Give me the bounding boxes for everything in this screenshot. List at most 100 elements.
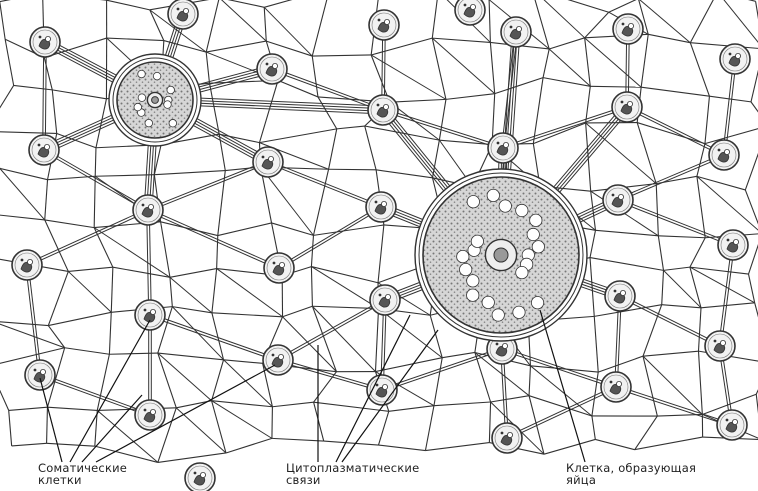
mesh-edge (0, 214, 45, 220)
mesh-edge (226, 438, 272, 453)
leader-line (336, 315, 410, 462)
cytoplasmic-strand (502, 348, 616, 386)
cytoplasmic-strand (45, 42, 46, 150)
mesh-edge (532, 0, 585, 38)
mesh-edge (111, 267, 113, 312)
mesh-edge (745, 126, 758, 190)
mesh-edge (543, 78, 590, 87)
mesh-edge (158, 453, 226, 462)
mesh-edge (47, 443, 95, 446)
cytoplasmic-strand (148, 163, 268, 211)
cytoplasmic-strand (621, 295, 721, 345)
mesh-edge (690, 0, 717, 43)
somatic-cell (257, 54, 287, 84)
somatic-cell (168, 0, 198, 29)
mesh-edge (489, 402, 490, 443)
somatic-cell (263, 345, 293, 375)
mesh-edge (718, 0, 758, 49)
somatic-cell (133, 195, 163, 225)
cytoplasmic-strand (148, 161, 268, 209)
mesh-edge (9, 407, 48, 410)
mesh-edge (170, 277, 172, 306)
mesh-edge (751, 49, 758, 102)
mesh-edge (212, 269, 217, 313)
mesh-edge (52, 90, 106, 99)
egg-forming-cell-small (109, 54, 201, 146)
cytoplasmic-strand (278, 206, 380, 267)
mesh-edge (376, 170, 432, 178)
mesh-edge (690, 238, 705, 267)
mesh-edge (656, 184, 658, 236)
mesh-edge (641, 34, 648, 87)
somatic-cell (366, 192, 396, 222)
mesh-edge (709, 96, 751, 102)
mesh-edge (638, 0, 690, 43)
mesh-edge (701, 303, 755, 308)
mesh-edge (751, 102, 758, 126)
mesh-edge (609, 0, 639, 12)
mesh-edge (643, 356, 702, 414)
mesh-edge (648, 34, 690, 42)
leader-line (342, 330, 438, 462)
leader-line (96, 365, 275, 462)
mesh-edge (158, 353, 224, 360)
somatic-cell (705, 331, 735, 361)
mesh-edge (206, 0, 219, 52)
mesh-edge (0, 168, 48, 179)
mesh-edge (442, 352, 475, 357)
mesh-edge (529, 396, 592, 416)
mesh-edge (311, 235, 313, 266)
cytoplasmic-connections-label: Цитоплазматические связи (286, 462, 419, 486)
mesh-edge (530, 366, 591, 416)
mesh-edge (68, 267, 113, 271)
somatic-cell (709, 140, 739, 170)
mesh-edge (379, 309, 443, 358)
somatic-cell (367, 375, 397, 405)
mesh-edge (529, 366, 530, 396)
somatic-cell (603, 185, 633, 215)
mesh-edge (585, 38, 642, 87)
mesh-edge (0, 85, 14, 131)
egg-forming-cell-large (415, 169, 587, 341)
mesh-edge (217, 236, 218, 269)
mesh-edge (491, 396, 529, 402)
mesh-edge (749, 274, 755, 303)
mesh-edge (47, 407, 97, 410)
mesh-edge (212, 313, 283, 317)
mesh-edge (329, 129, 337, 169)
mesh-edge (109, 312, 111, 354)
mesh-edge (12, 443, 47, 446)
mesh-edge (206, 41, 266, 52)
mesh-edge (311, 267, 312, 307)
mesh-edge (45, 180, 48, 220)
cytoplasmic-strand (26, 265, 39, 375)
mesh-edge (0, 168, 45, 220)
mesh-edge (594, 316, 598, 372)
mesh-edge (312, 0, 329, 56)
mesh-edge (549, 38, 584, 49)
mesh-edge (224, 360, 263, 364)
somatic-cell (135, 300, 165, 330)
mesh-edge (434, 358, 442, 406)
cytoplasmic-strand (382, 350, 502, 391)
somatic-cell (135, 400, 165, 430)
mesh-edge (259, 80, 278, 142)
somatic-cell (718, 230, 748, 260)
mesh-edge (698, 351, 702, 414)
somatic-cell (613, 14, 643, 44)
mesh-edge (14, 85, 53, 89)
mesh-edge (311, 267, 378, 309)
mesh-edge (495, 78, 543, 94)
somatic-cell (501, 17, 531, 47)
mesh-edge (337, 126, 365, 129)
cytoplasmic-strand (508, 388, 617, 439)
mesh-edge (0, 0, 43, 2)
cytoplasmic-strand (277, 299, 384, 359)
mesh-edge (596, 230, 659, 236)
mesh-edge (170, 269, 217, 278)
mesh-edge (389, 406, 434, 412)
mesh-edge (549, 49, 590, 86)
somatic-cell (25, 360, 55, 390)
mesh-edge (586, 123, 657, 184)
mesh-edge (161, 222, 218, 236)
